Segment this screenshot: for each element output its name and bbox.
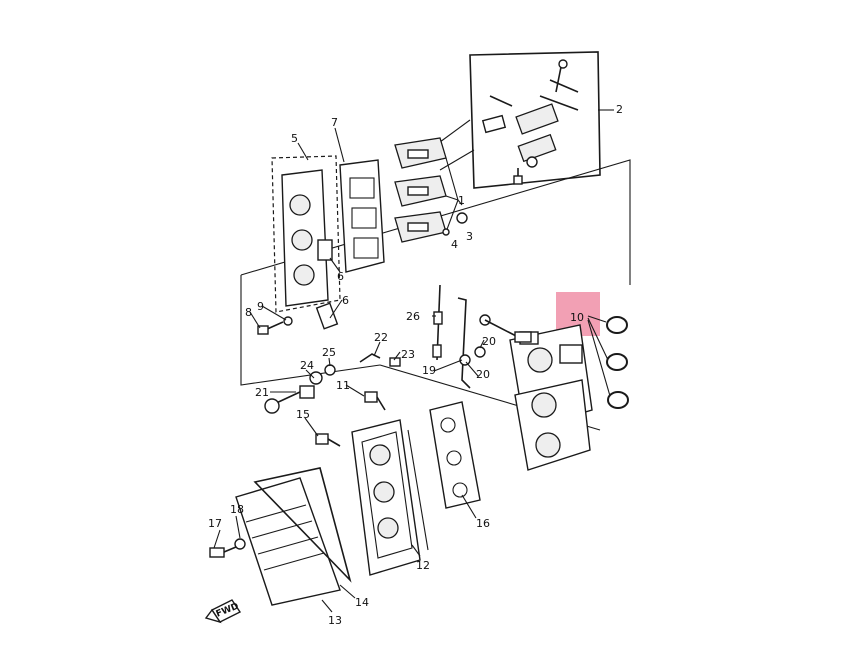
- bolts-and-washers: [209, 316, 386, 558]
- callout-19: 19: [422, 364, 436, 377]
- callout-26: 26: [406, 310, 420, 323]
- callout-10: 10: [570, 311, 584, 324]
- callout-21: 21: [255, 386, 269, 399]
- callout-9: 9: [257, 300, 264, 313]
- callout-20b: 20: [476, 368, 490, 381]
- callout-3: 3: [466, 230, 473, 243]
- callout-1: 1: [458, 194, 465, 207]
- reed-valve-inset: [439, 51, 614, 189]
- reed-valve-blocks: [394, 137, 468, 243]
- callout-11: 11: [336, 379, 350, 392]
- exhaust-cover-13: [235, 467, 352, 606]
- callout-22: 22: [374, 331, 388, 344]
- callout-7: 7: [331, 116, 338, 129]
- callout-13: 13: [328, 614, 342, 627]
- callout-6a: 6: [337, 270, 344, 283]
- callout-6b: 6: [342, 294, 349, 307]
- callout-5: 5: [291, 132, 298, 145]
- carburetor-body: [509, 324, 593, 471]
- linkage-rods: [359, 284, 532, 389]
- o-rings-10: [587, 315, 629, 409]
- callout-25: 25: [322, 346, 336, 359]
- intake-manifold-5: [271, 155, 341, 330]
- callout-12: 12: [416, 559, 430, 572]
- callout-4: 4: [451, 238, 458, 251]
- forward-arrow-icon: [204, 599, 242, 624]
- gaskets-16: [429, 401, 481, 509]
- gasket-7: [339, 159, 385, 273]
- callout-16: 16: [476, 517, 490, 530]
- callout-15: 15: [296, 408, 310, 421]
- callout-23: 23: [401, 348, 415, 361]
- leader-lines: [213, 127, 485, 613]
- callout-2: 2: [616, 103, 623, 116]
- exhaust-plate-12: [351, 419, 429, 576]
- callout-14: 14: [355, 596, 369, 609]
- callout-labels: 1 2 3 4 5 6 6 7 8 9 10 11 12 13 14 15 16…: [208, 103, 623, 627]
- callout-20a: 20: [482, 335, 496, 348]
- callout-24: 24: [300, 359, 314, 372]
- callout-18: 18: [230, 503, 244, 516]
- callout-17: 17: [208, 517, 222, 530]
- callout-8: 8: [245, 306, 252, 319]
